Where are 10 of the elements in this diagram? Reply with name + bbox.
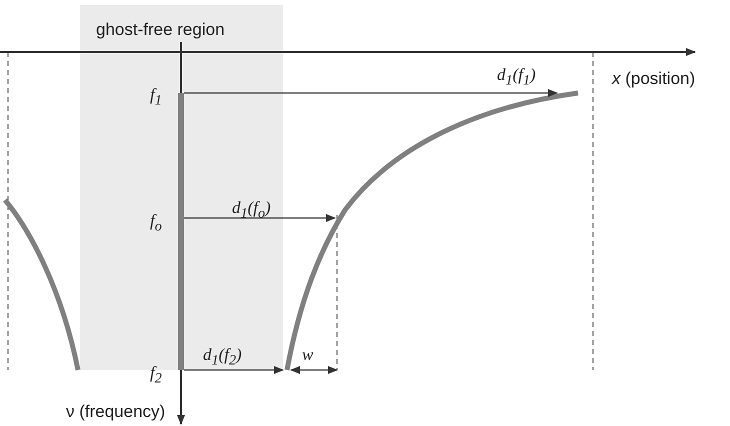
tick-label: f$_{2}$ bbox=[150, 364, 162, 386]
region-label: ghost-free region bbox=[96, 21, 225, 38]
axis-label: ν (frequency) bbox=[66, 403, 166, 420]
dimension-label: d$_{1}$(f$_{o}$) bbox=[232, 199, 271, 221]
dimension-label: d$_{1}$(f$_{1}$) bbox=[497, 66, 536, 88]
dimension-label: w bbox=[302, 346, 314, 363]
dimension-label: d$_{1}$(f$_{2}$) bbox=[203, 346, 242, 368]
tick-label: f$_{1}$ bbox=[150, 86, 162, 108]
tick-label: f$_{o}$ bbox=[150, 212, 162, 234]
axis-label: x (position) bbox=[612, 70, 696, 87]
